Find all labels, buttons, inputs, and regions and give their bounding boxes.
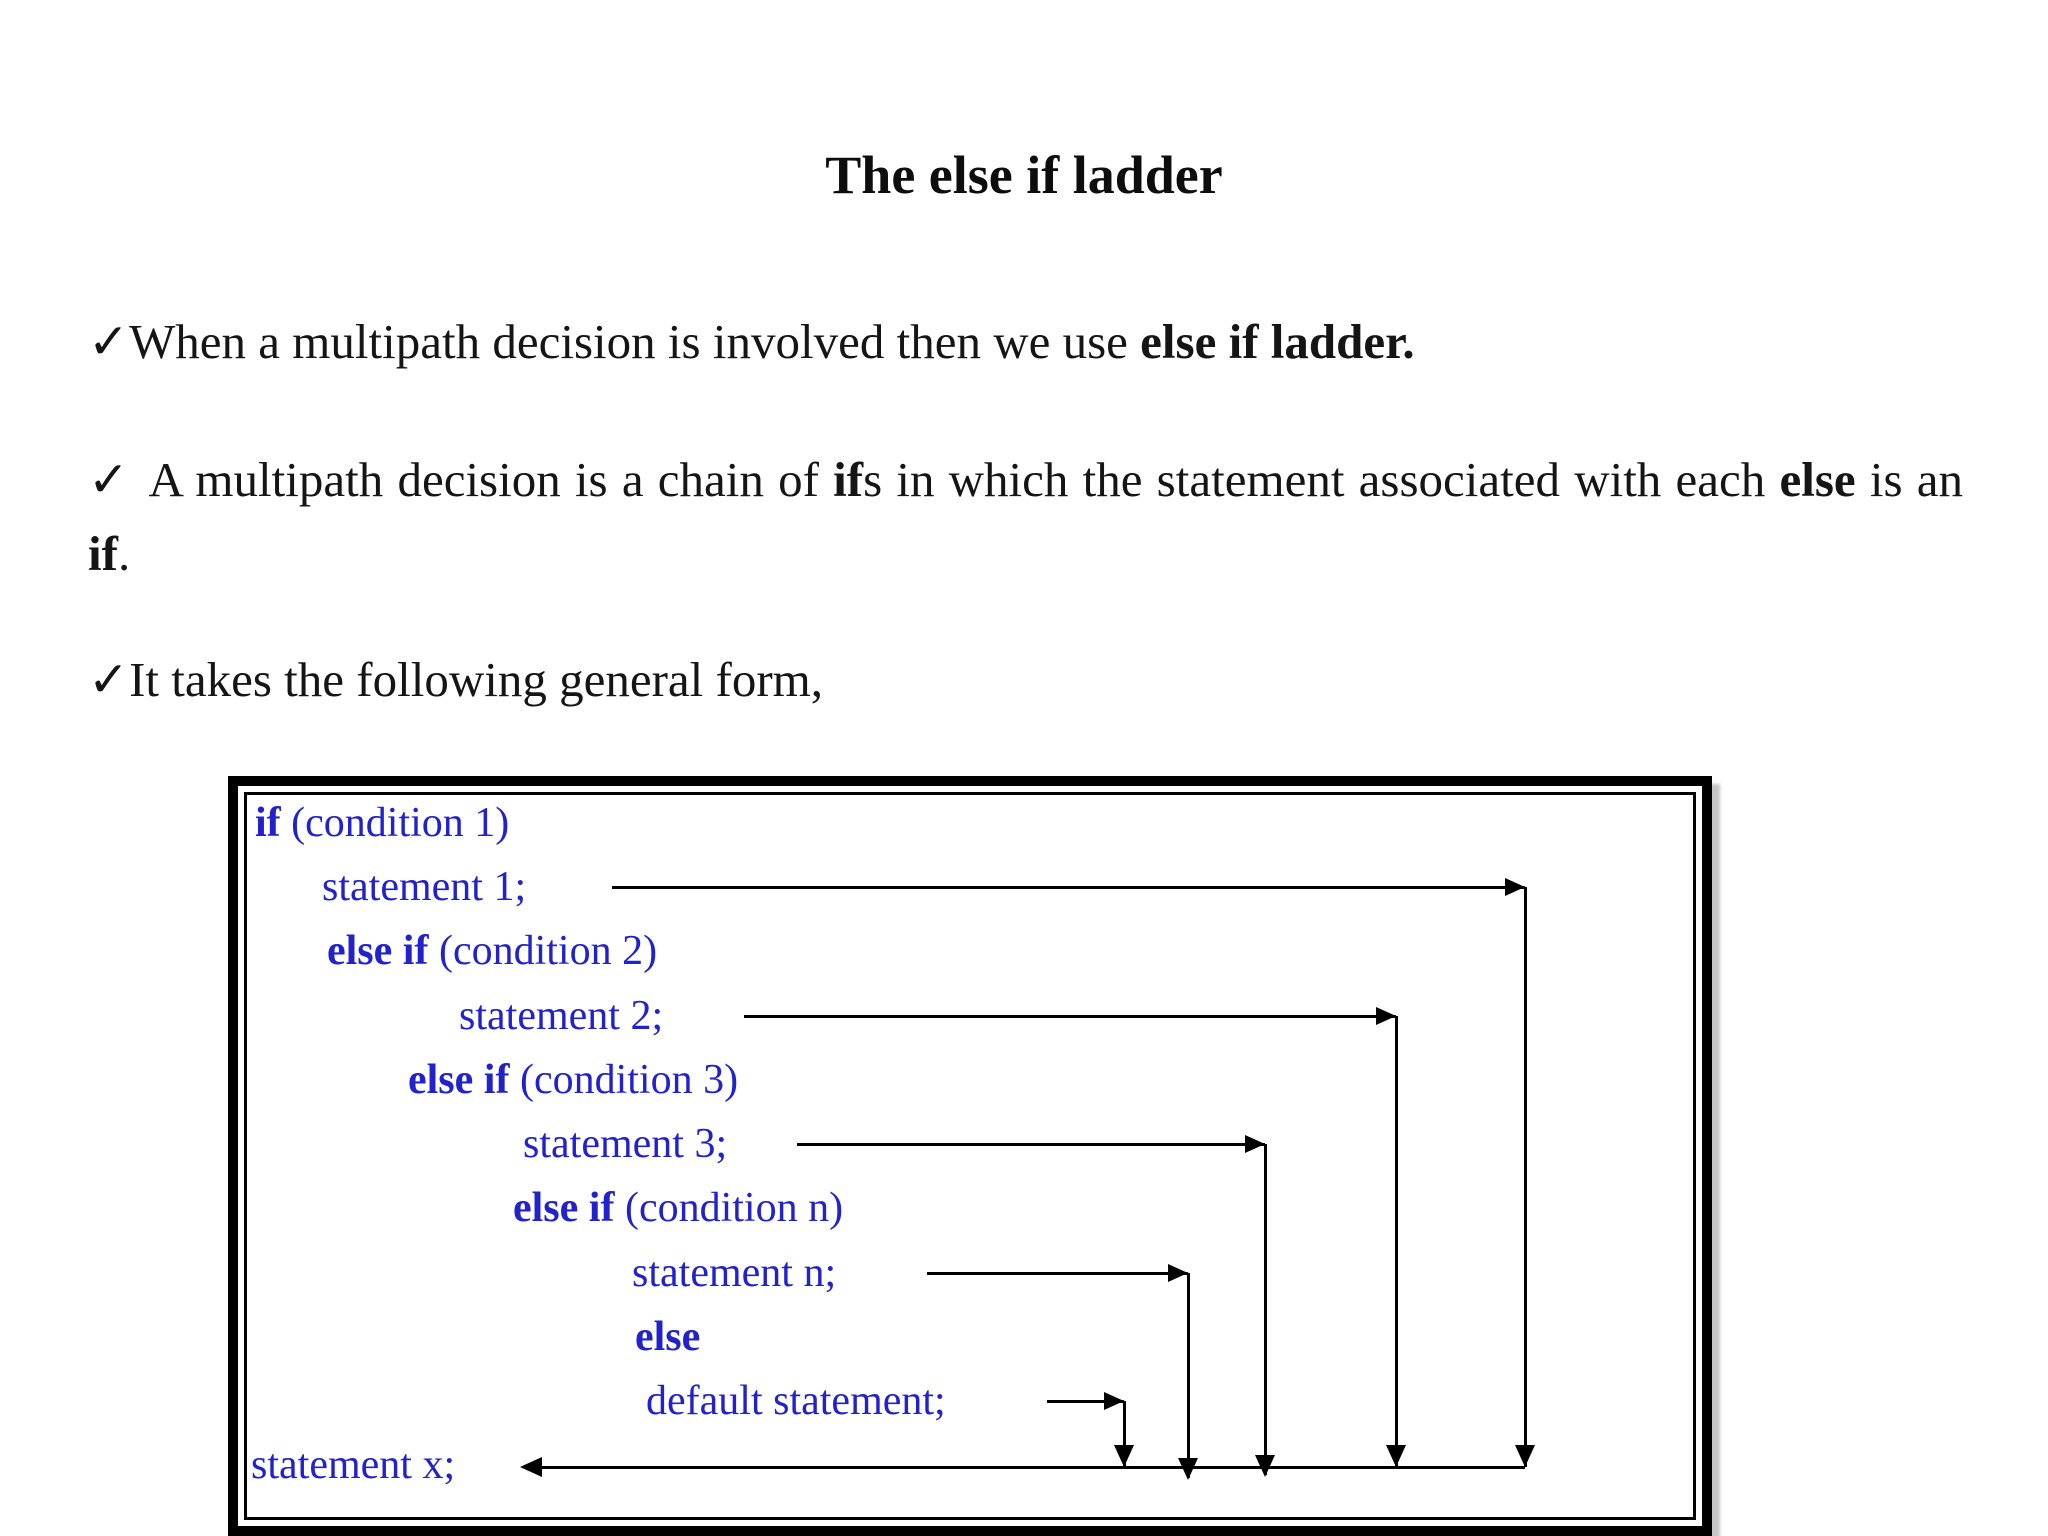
statement-text: statement 1; [322, 864, 527, 910]
bullet-text: When a multipath decision is involved th… [129, 314, 1141, 369]
code-line-statement-3: statement 3; [523, 1118, 727, 1170]
drop-line-statement-n [1187, 1273, 1190, 1478]
else-if-ladder-diagram: if (condition 1) statement 1; else if (c… [228, 776, 1712, 1536]
right-arrowhead-icon [1168, 1264, 1188, 1282]
bullet-text: . [117, 526, 131, 581]
keyword: else if [513, 1185, 615, 1231]
bullet-text: is an [1855, 452, 1963, 507]
code-line-else-if-condition-3: else if (condition 3) [408, 1054, 738, 1106]
keyword: if [255, 800, 281, 846]
keyword: else if [408, 1057, 510, 1103]
page-title: The else if ladder [825, 145, 1223, 205]
checkmark-icon: ✓ [88, 651, 130, 708]
code-line-statement-1: statement 1; [322, 861, 526, 913]
condition-text: (condition 3) [509, 1057, 739, 1103]
arrow-line-statement-2 [744, 1015, 1396, 1018]
left-arrowhead-icon [520, 1457, 542, 1477]
bullet-multipath-use: ✓When a multipath decision is involved t… [88, 311, 1963, 373]
bullet-general-form: ✓It takes the following general form, [88, 649, 1963, 711]
checkmark-icon: ✓ [88, 451, 149, 508]
bullet-chain-of-ifs: ✓ A multipath decision is a chain of ifs… [88, 443, 1963, 591]
checkmark-icon: ✓ [88, 313, 130, 370]
right-arrowhead-icon [1376, 1007, 1396, 1025]
code-line-statement-n: statement n; [632, 1247, 836, 1299]
statement-text: statement 2; [459, 993, 664, 1039]
statement-text: default statement; [646, 1378, 946, 1424]
drop-line-statement-1 [1524, 887, 1527, 1467]
right-arrowhead-icon [1104, 1392, 1124, 1410]
bullet-text: A multipath decision is a chain of [148, 452, 834, 507]
keyword: else if [327, 928, 429, 974]
condition-text: (condition 2) [428, 928, 658, 974]
down-arrowhead-icon [1386, 1445, 1406, 1467]
drop-line-statement-2 [1395, 1016, 1398, 1467]
code-line-else-if-condition-2: else if (condition 2) [327, 925, 657, 977]
bullet-text-bold: else [1779, 452, 1856, 507]
bullet-text-bold: else if ladder. [1140, 314, 1415, 369]
code-line-default-statement: default statement; [646, 1375, 946, 1427]
code-line-else: else [635, 1311, 700, 1363]
bullet-text: s in which the statement associated with… [863, 452, 1780, 507]
statement-text: statement 3; [523, 1121, 728, 1167]
arrow-line-statement-3 [797, 1143, 1265, 1146]
right-arrowhead-icon [1505, 878, 1525, 896]
arrow-line-default [1047, 1400, 1124, 1403]
code-line-statement-2: statement 2; [459, 990, 663, 1042]
bullet-text: It takes the following general form, [129, 652, 824, 707]
arrow-line-statement-n [927, 1272, 1188, 1275]
code-line-statement-x: statement x; [251, 1439, 455, 1491]
arrow-line-statement-1 [612, 886, 1525, 889]
down-arrowhead-icon [1515, 1445, 1535, 1467]
statement-text: statement n; [632, 1250, 837, 1296]
code-line-if-condition-1: if (condition 1) [255, 797, 509, 849]
code-line-else-if-condition-n: else if (condition n) [513, 1182, 843, 1234]
drop-line-default [1123, 1401, 1126, 1467]
statement-text: statement x; [251, 1442, 456, 1488]
condition-text: (condition 1) [280, 800, 510, 846]
right-arrowhead-icon [1245, 1135, 1265, 1153]
condition-text: (condition n) [614, 1185, 844, 1231]
down-arrowhead-icon [1114, 1445, 1134, 1467]
drop-line-statement-3 [1264, 1144, 1267, 1475]
down-arrowhead-icon [1255, 1455, 1275, 1477]
keyword: else [635, 1314, 701, 1360]
down-arrowhead-icon [1178, 1458, 1198, 1480]
bullet-text-bold: if [88, 526, 118, 581]
bullet-text-bold: if [833, 452, 864, 507]
diagram-inner-frame: if (condition 1) statement 1; else if (c… [244, 792, 1696, 1520]
arrow-line-statement-x [539, 1466, 1525, 1469]
